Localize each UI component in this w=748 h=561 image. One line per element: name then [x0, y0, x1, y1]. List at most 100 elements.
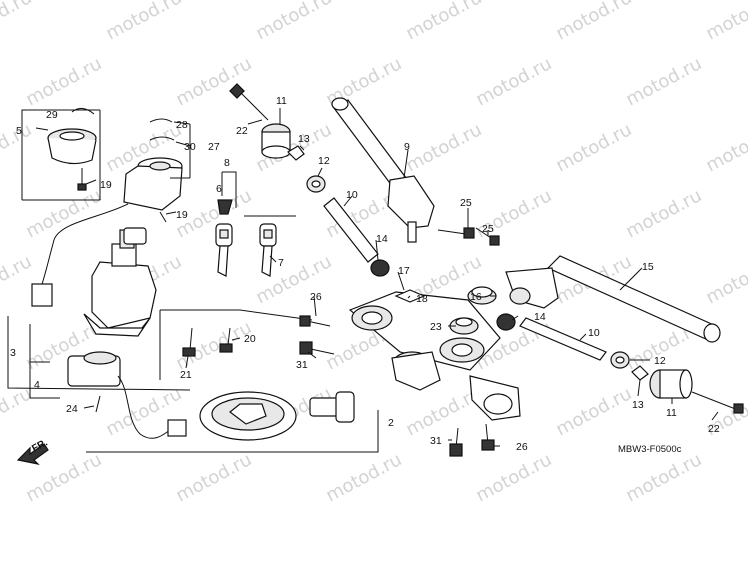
callout-2: 2 [388, 417, 394, 429]
watermark-text: motod.ru [622, 53, 705, 110]
bracket-2-top [160, 309, 313, 321]
bracket-8 [222, 171, 237, 208]
insert-13b [631, 365, 649, 381]
callout-16: 16 [470, 291, 482, 303]
switch-wire [117, 375, 171, 439]
bolt-31b [449, 427, 463, 457]
callout-26a: 26 [310, 291, 322, 303]
callout-30: 30 [184, 141, 196, 153]
watermark-text: motod.ru [702, 119, 748, 176]
callout-27: 27 [208, 141, 220, 153]
switch-connector [167, 419, 187, 437]
bolt-26a [299, 315, 331, 327]
direction-arrow [16, 443, 49, 465]
callout-15: 15 [642, 261, 654, 273]
bracket-2-bottom [86, 410, 379, 453]
callout-25b: 25 [482, 223, 494, 235]
shaft-10b [519, 317, 607, 361]
callout-23: 23 [430, 321, 442, 333]
bolt-25b [475, 227, 500, 246]
fuel-cap [199, 391, 297, 441]
group-bracket-5 [21, 109, 100, 200]
callout-5: 5 [16, 125, 22, 137]
bolt-22-left [229, 83, 269, 121]
watermark-text: motod.ru [172, 53, 255, 110]
callout-28: 28 [176, 119, 188, 131]
lower-bridge [391, 351, 521, 421]
watermark-text: motod.ru [622, 185, 705, 242]
callout-11a: 11 [276, 95, 287, 107]
callout-22b: 22 [708, 423, 720, 435]
ignition-switch-body [83, 229, 157, 337]
insert-13 [287, 145, 305, 161]
callout-10a: 10 [346, 189, 358, 201]
bracket-3 [7, 316, 191, 391]
key-b [259, 223, 277, 277]
stem-nut-23 [449, 317, 479, 335]
callout-29: 29 [46, 109, 58, 121]
callout-4: 4 [34, 379, 40, 391]
screw-24 [95, 395, 101, 413]
callout-11b: 11 [666, 407, 677, 419]
nut-14b [496, 313, 516, 331]
watermark-text: motod.ru [552, 119, 635, 176]
callout-19a: 19 [100, 179, 112, 191]
callout-13a: 13 [298, 133, 310, 145]
left-handlebar [331, 97, 435, 243]
callout-14a: 14 [376, 233, 388, 245]
switch-cover [47, 128, 97, 165]
nut-14 [370, 259, 390, 277]
bolt-20 [219, 327, 233, 353]
watermark-text: motod.ru [172, 449, 255, 506]
direction-label: FR. [30, 437, 50, 454]
watermark-text: motod.ru [552, 0, 635, 44]
right-handlebar [505, 255, 721, 343]
watermark-text: motod.ru [0, 251, 35, 308]
key-holder [123, 227, 147, 245]
callout-13b: 13 [632, 399, 644, 411]
screw-b [159, 211, 167, 223]
circlip [71, 108, 95, 115]
callout-14b: 14 [534, 311, 546, 323]
watermark-text: motod.ru [702, 251, 748, 308]
key-a [215, 223, 233, 277]
bar-end-weight-left [261, 123, 291, 159]
watermark-text: motod.ru [472, 449, 555, 506]
callout-6: 6 [216, 183, 222, 195]
callout-31b: 31 [430, 435, 442, 447]
callout-10b: 10 [588, 327, 600, 339]
leader-lines [35, 108, 719, 447]
watermark-text: motod.ru [622, 449, 705, 506]
bolt-26b [481, 423, 495, 451]
watermark-text: motod.ru [172, 317, 255, 374]
callout-24: 24 [66, 403, 78, 415]
callout-20: 20 [244, 333, 256, 345]
callout-22a: 22 [236, 125, 248, 137]
collar-12b [610, 351, 630, 369]
callout-3: 3 [10, 347, 16, 359]
bolt-21 [182, 327, 196, 357]
bolt-25a [437, 227, 475, 239]
screw [77, 168, 87, 191]
wire-harness [39, 203, 129, 291]
callout-17: 17 [398, 265, 410, 277]
callout-8: 8 [224, 157, 230, 169]
watermark-text: motod.ru [402, 119, 485, 176]
switch-unit [67, 351, 121, 387]
watermark-text: motod.ru [702, 0, 748, 44]
watermark-text: motod.ru [22, 53, 105, 110]
callout-12a: 12 [318, 155, 330, 167]
callout-31a: 31 [296, 359, 308, 371]
callout-9: 9 [404, 141, 410, 153]
watermark-text: motod.ru [322, 449, 405, 506]
diagram-code: MBW3-F0500c [618, 444, 682, 455]
watermark-text: motod.ru [552, 383, 635, 440]
callout-7: 7 [278, 257, 284, 269]
key-blank-tag [217, 199, 233, 215]
watermark-text: motod.ru [22, 185, 105, 242]
callout-21: 21 [180, 369, 192, 381]
callout-19b: 19 [176, 209, 188, 221]
ignition-housing [123, 157, 183, 211]
